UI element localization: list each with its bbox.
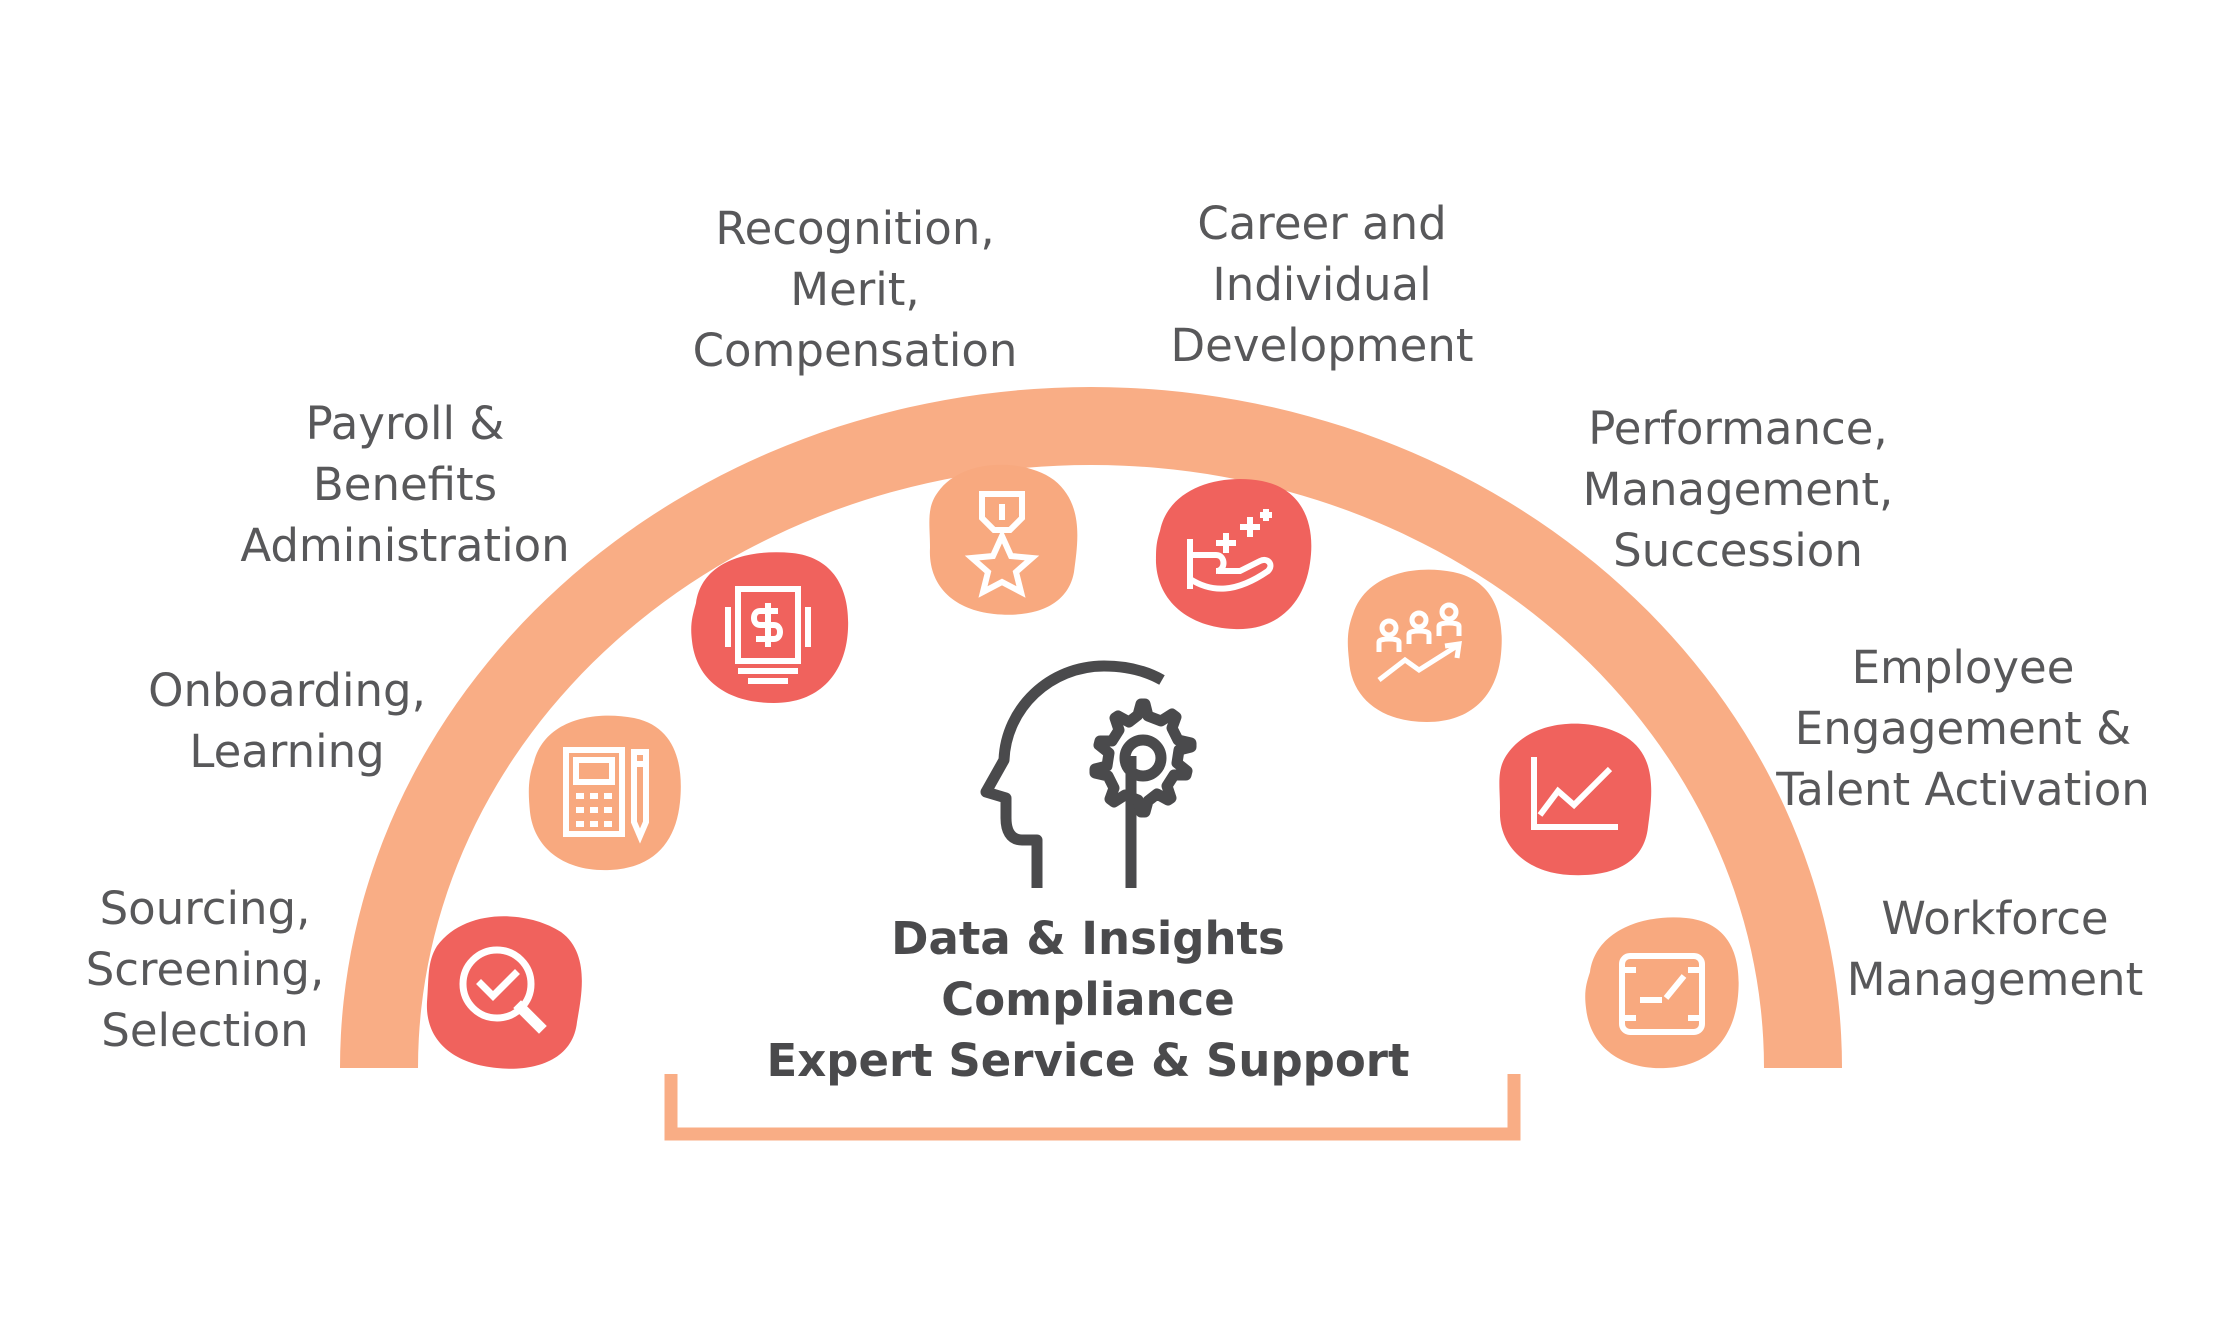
- segment-recognition: [929, 464, 1078, 615]
- label-recognition: Recognition, Merit, Compensation: [692, 202, 1018, 377]
- bottom-bracket: [664, 1074, 1521, 1141]
- label-onboarding: Onboarding, Learning: [148, 664, 426, 778]
- label-sourcing: Sourcing, Screening, Selection: [85, 882, 325, 1057]
- center-line-compliance: Compliance: [941, 973, 1235, 1026]
- label-career: Career and Individual Development: [1170, 197, 1474, 372]
- center-caption: Data & Insights Compliance Expert Servic…: [766, 908, 1409, 1091]
- segment-career: [1156, 479, 1312, 630]
- head-gear-icon: [980, 660, 1197, 888]
- segment-payroll: [691, 552, 849, 703]
- medal-star-icon: [964, 491, 1040, 598]
- line-chart-icon: [1531, 757, 1618, 830]
- label-payroll: Payroll & Benefits Administration: [240, 397, 570, 572]
- people-growth-icon: [1376, 602, 1462, 682]
- center-line-expert-service: Expert Service & Support: [766, 1034, 1410, 1087]
- blob-peach: [528, 715, 681, 871]
- segment-sourcing: [426, 916, 582, 1069]
- blob-red: [1499, 723, 1652, 876]
- calculator-pencil-icon: [563, 747, 649, 844]
- label-workforce: Workforce Management: [1846, 892, 2144, 1006]
- blob-peach: [1347, 569, 1502, 722]
- blob-red: [426, 916, 582, 1069]
- segment-workforce: [1585, 917, 1739, 1069]
- segment-onboarding: [528, 715, 681, 871]
- outer-arc: [340, 387, 1842, 1068]
- magnifier-check-icon: [459, 946, 547, 1034]
- schedule-board-icon: [1619, 953, 1705, 1035]
- segment-performance: [1347, 569, 1502, 722]
- hand-sparkles-icon: [1187, 509, 1274, 592]
- label-performance: Performance, Management, Succession: [1582, 402, 1894, 577]
- blob-red: [1156, 479, 1312, 630]
- dollar-document-icon: [725, 586, 811, 684]
- blob-peach: [1585, 917, 1739, 1069]
- center-line-data-insights: Data & Insights: [891, 912, 1285, 965]
- segment-engagement: [1499, 723, 1652, 876]
- label-engagement: Employee Engagement & Talent Activation: [1776, 641, 2150, 816]
